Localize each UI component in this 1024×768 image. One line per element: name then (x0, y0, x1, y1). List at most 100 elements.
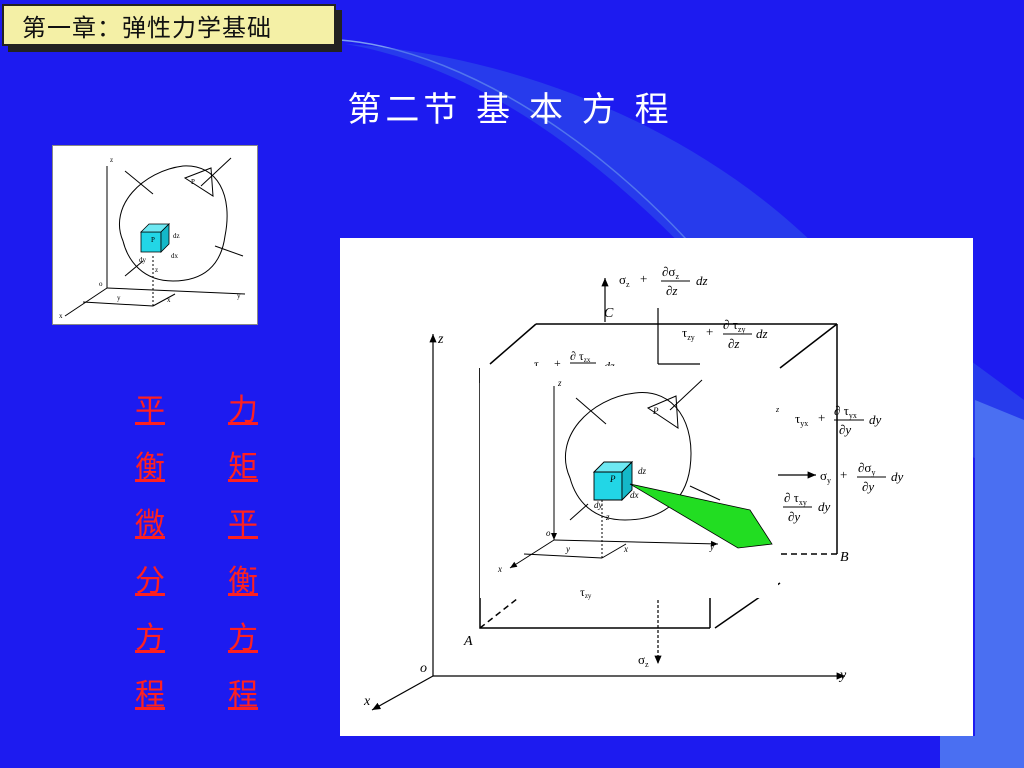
svg-text:∂σz: ∂σz (662, 264, 679, 281)
thumb-dy-label: dy (139, 256, 147, 264)
thumb-inner-x-label: x (167, 296, 171, 304)
section-title: 第二节 基 本 方 程 (347, 90, 673, 130)
inset-inner-y-label: y (565, 544, 570, 554)
thumb-origin-label: o (99, 280, 103, 288)
svg-text:τzy: τzy (682, 325, 695, 342)
thumb-inner-z-label: z (155, 266, 158, 274)
stress-element-diagram: z y x o P P dz dx dy z y x C B A (363, 264, 904, 711)
nav-char[interactable]: 微 (135, 507, 165, 542)
formula-tau-zy-top: τzy + ∂ τzy ∂z dz (682, 317, 768, 351)
origin-label: o (420, 661, 427, 676)
svg-text:∂y: ∂y (839, 422, 851, 437)
inset-p1-label: P (652, 406, 659, 416)
inset-p-label: P (609, 474, 616, 484)
thumb-cube (140, 223, 170, 253)
main-x-axis (371, 675, 434, 711)
thumbnail-figure: z y x o P P dz dx dy z y x (52, 145, 258, 325)
nav-char[interactable]: 程 (228, 678, 258, 713)
svg-text:τyx: τyx (795, 411, 808, 428)
svg-text:+: + (840, 467, 847, 482)
formula-sigma-y: σy + ∂σy ∂y dy (820, 460, 904, 494)
svg-text:∂ τyx: ∂ τyx (834, 403, 857, 420)
svg-text:z: z (775, 405, 780, 414)
thumb-dx-label: dx (171, 252, 179, 260)
svg-text:∂z: ∂z (666, 283, 677, 298)
thumb-inner-y-label: y (117, 294, 121, 302)
inset-inner-z-label: z (605, 512, 610, 522)
nav-char[interactable]: 方 (135, 621, 165, 656)
inset-x-label: x (497, 564, 502, 574)
inset-z-label: z (557, 378, 562, 388)
nav-char[interactable]: 方 (228, 621, 258, 656)
inset-cube (592, 460, 634, 502)
svg-text:∂ τxy: ∂ τxy (784, 490, 807, 507)
chapter-title: 第一章：弹性力学基础 (2, 4, 336, 46)
thumb-p1-wedge (183, 167, 214, 197)
svg-text:dz: dz (604, 359, 615, 373)
svg-text:∂y: ∂y (862, 479, 874, 494)
x-axis-label: x (363, 694, 371, 709)
formula-tau-yx: τyx + ∂ τyx ∂y dy z (775, 403, 882, 437)
svg-text:τzx: τzx (534, 357, 546, 372)
svg-text:+: + (706, 324, 713, 339)
inset-inner-x-label: x (623, 544, 628, 554)
inset-figure: z y x o P P dz dx dy z y x (480, 368, 778, 598)
zoom-wedge (629, 483, 773, 549)
inset-origin-label: o (546, 528, 551, 538)
thumb-force-arrow (214, 245, 244, 257)
point-a-label: A (463, 634, 473, 649)
svg-text:+: + (554, 356, 561, 370)
nav-char[interactable]: 平 (135, 393, 165, 428)
nav-char[interactable]: 衡 (228, 564, 258, 599)
formula-sigma-z-top: σz + ∂σz ∂z dz (619, 264, 708, 298)
inset-dy-label: dy (594, 500, 603, 510)
thumb-body (118, 165, 228, 282)
svg-text:∂ τzy: ∂ τzy (723, 317, 745, 334)
thumb-y-axis (106, 287, 246, 295)
formula-tau-xy: ∂ τxy ∂y dy (783, 490, 831, 524)
svg-text:σz: σz (619, 272, 630, 289)
svg-text:dy: dy (869, 412, 882, 427)
nav-char[interactable]: 力 (228, 393, 258, 428)
tau-zy-bottom-label: τzy (580, 585, 592, 600)
point-c-label: C (604, 306, 614, 321)
svg-text:+: + (640, 271, 647, 286)
thumb-y-label: y (237, 292, 241, 300)
thumb-p1-label: P (191, 178, 195, 186)
nav-link-moment-equilibrium-equations[interactable]: 力 矩 平 衡 方 程 (228, 382, 268, 724)
thumb-force-arrow (124, 170, 154, 195)
svg-text:dy: dy (891, 469, 904, 484)
svg-text:∂ τzx: ∂ τzx (570, 349, 591, 364)
thumb-x-label: x (59, 312, 63, 320)
svg-text:+: + (818, 410, 825, 425)
nav-link-equilibrium-differential-equations[interactable]: 平 衡 微 分 方 程 (135, 382, 175, 724)
thumb-dz-label: dz (173, 232, 180, 240)
nav-char[interactable]: 分 (135, 564, 165, 599)
inset-dz-label: dz (638, 466, 647, 476)
svg-text:σy: σy (820, 468, 831, 485)
point-b-label: B (840, 550, 849, 565)
thumb-force-arrow (200, 157, 232, 187)
y-axis-label: y (838, 668, 847, 683)
thumb-force-arrow (124, 260, 144, 277)
z-axis-label: z (437, 332, 444, 347)
thumb-z-label: z (110, 156, 113, 164)
svg-text:dz: dz (756, 326, 768, 341)
svg-text:dy: dy (818, 499, 831, 514)
nav-char[interactable]: 平 (228, 507, 258, 542)
svg-text:dz: dz (696, 273, 708, 288)
nav-char[interactable]: 矩 (228, 450, 258, 485)
thumbnail-diagram: z y x o P P dz dx dy z y x (59, 156, 246, 320)
nav-char[interactable]: 衡 (135, 450, 165, 485)
svg-text:∂σy: ∂σy (858, 460, 875, 477)
sigma-z-bottom-label: σz (638, 652, 649, 669)
nav-char[interactable]: 程 (135, 678, 165, 713)
inset-y-label: y (709, 542, 714, 552)
main-figure-panel: z y x o P P dz dx dy z y x C B A (340, 238, 973, 736)
formula-tau-zx-clipped: τzx + ∂ τzx dz (534, 349, 615, 373)
svg-text:∂y: ∂y (788, 509, 800, 524)
inset-dx-label: dx (630, 490, 639, 500)
svg-text:∂z: ∂z (728, 336, 739, 351)
thumb-p-label: P (151, 236, 155, 244)
